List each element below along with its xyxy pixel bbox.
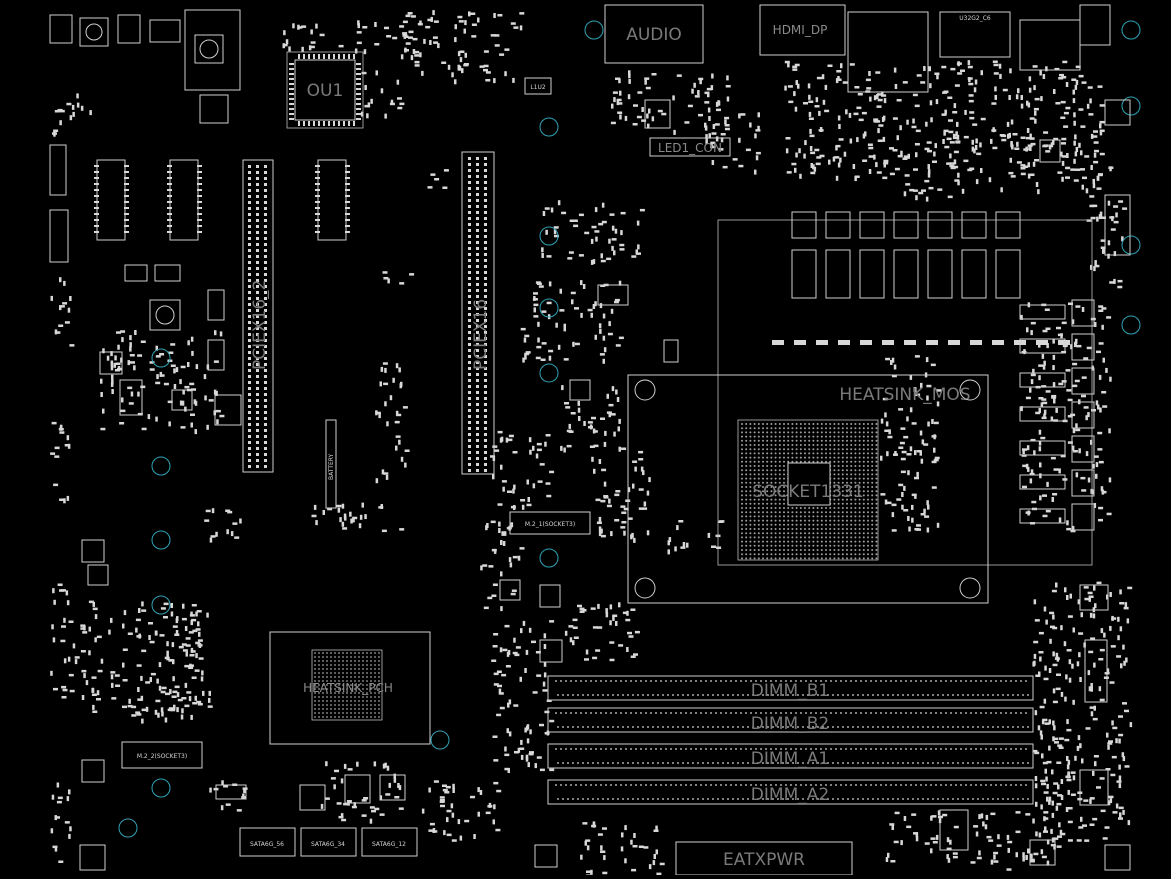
smd-pads — [50, 10, 1133, 877]
sata-3-label: SATA6G_12 — [372, 841, 406, 848]
cpu-socket: SOCKET1331 — [627, 374, 989, 604]
socket-label: SOCKET1331 — [752, 482, 864, 502]
sata-1-label: SATA6G_56 — [250, 841, 284, 848]
battery: BATTERY — [325, 419, 337, 509]
ou1-chip: OU1 — [286, 51, 364, 129]
u32g2-label: U32G2_C6 — [959, 15, 991, 22]
dimm-slots: DIMM_B1 DIMM_B2 DIMM_A1 DIMM_A2 — [547, 675, 1034, 805]
m2-1-slot: M.2_1(SOCKET3) — [509, 511, 591, 535]
heatsink-pch: HEATSINK_PCH — [269, 631, 431, 745]
heatsink-mos-label: HEATSINK_MOS — [839, 385, 970, 405]
m2-1-label: M.2_1(SOCKET3) — [525, 521, 575, 528]
heatsink-pch-label: HEATSINK_PCH — [303, 681, 393, 695]
led1-con-label: LED1_CON — [658, 141, 722, 155]
sata-2-label: SATA6G_34 — [311, 841, 345, 848]
dimm-a1-label: DIMM_A1 — [751, 749, 829, 769]
pciex16-slot: PCIEX16 — [461, 151, 495, 475]
dimm-a2-label: DIMM_A2 — [751, 785, 829, 805]
rear-io: HDMI_DP U32G2_C6 — [759, 4, 1111, 93]
eatxpwr-connector: EATXPWR — [675, 841, 853, 876]
hdmi-label: HDMI_DP — [773, 23, 828, 37]
m2-2-label: M.2_2(SOCKET3) — [137, 753, 187, 760]
audio-label: AUDIO — [626, 25, 682, 45]
dimm-b2-label: DIMM_B2 — [751, 714, 829, 734]
heatsink-mos: HEATSINK_MOS — [717, 211, 1095, 566]
led1-connector: LED1_CON — [644, 99, 731, 157]
m2-2-slot: M.2_2(SOCKET3) — [121, 741, 203, 769]
l1u2-label: L1U2 — [530, 84, 546, 91]
battery-label: BATTERY — [328, 453, 335, 480]
ou1-label: OU1 — [307, 81, 344, 101]
audio-connector: AUDIO L1U2 — [524, 4, 704, 95]
top-left-components — [49, 9, 347, 426]
dimm-b1-label: DIMM_B1 — [751, 681, 829, 701]
pciex16-label: PCIEX16 — [471, 299, 491, 370]
mounting-vias — [118, 20, 1141, 838]
eatxpwr-label: EATXPWR — [723, 850, 805, 870]
sata-connectors: SATA6G_56 SATA6G_34 SATA6G_12 — [239, 827, 418, 857]
pciex16-2-label: PCIEX16_2 — [250, 280, 270, 370]
misc-components — [79, 99, 1131, 871]
pciex16-2-slot: PCIEX16_2 — [242, 159, 274, 473]
